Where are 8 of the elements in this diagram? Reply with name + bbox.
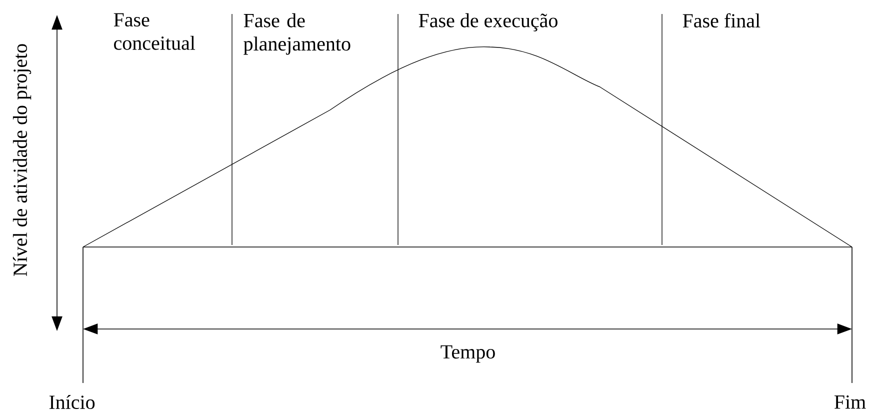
- axis-label: Tempo: [440, 345, 495, 363]
- phase-label: Fase conceitual: [114, 13, 196, 50]
- phase-label: Fase de planejamento: [244, 13, 350, 55]
- phase-label: Fase final: [682, 13, 760, 28]
- endpoint-label: Início: [49, 394, 95, 410]
- phase-label: Fase de execução: [418, 13, 558, 32]
- endpoint-label: Fim: [834, 395, 866, 409]
- axis-label: Nível de atividade do projeto: [12, 44, 32, 276]
